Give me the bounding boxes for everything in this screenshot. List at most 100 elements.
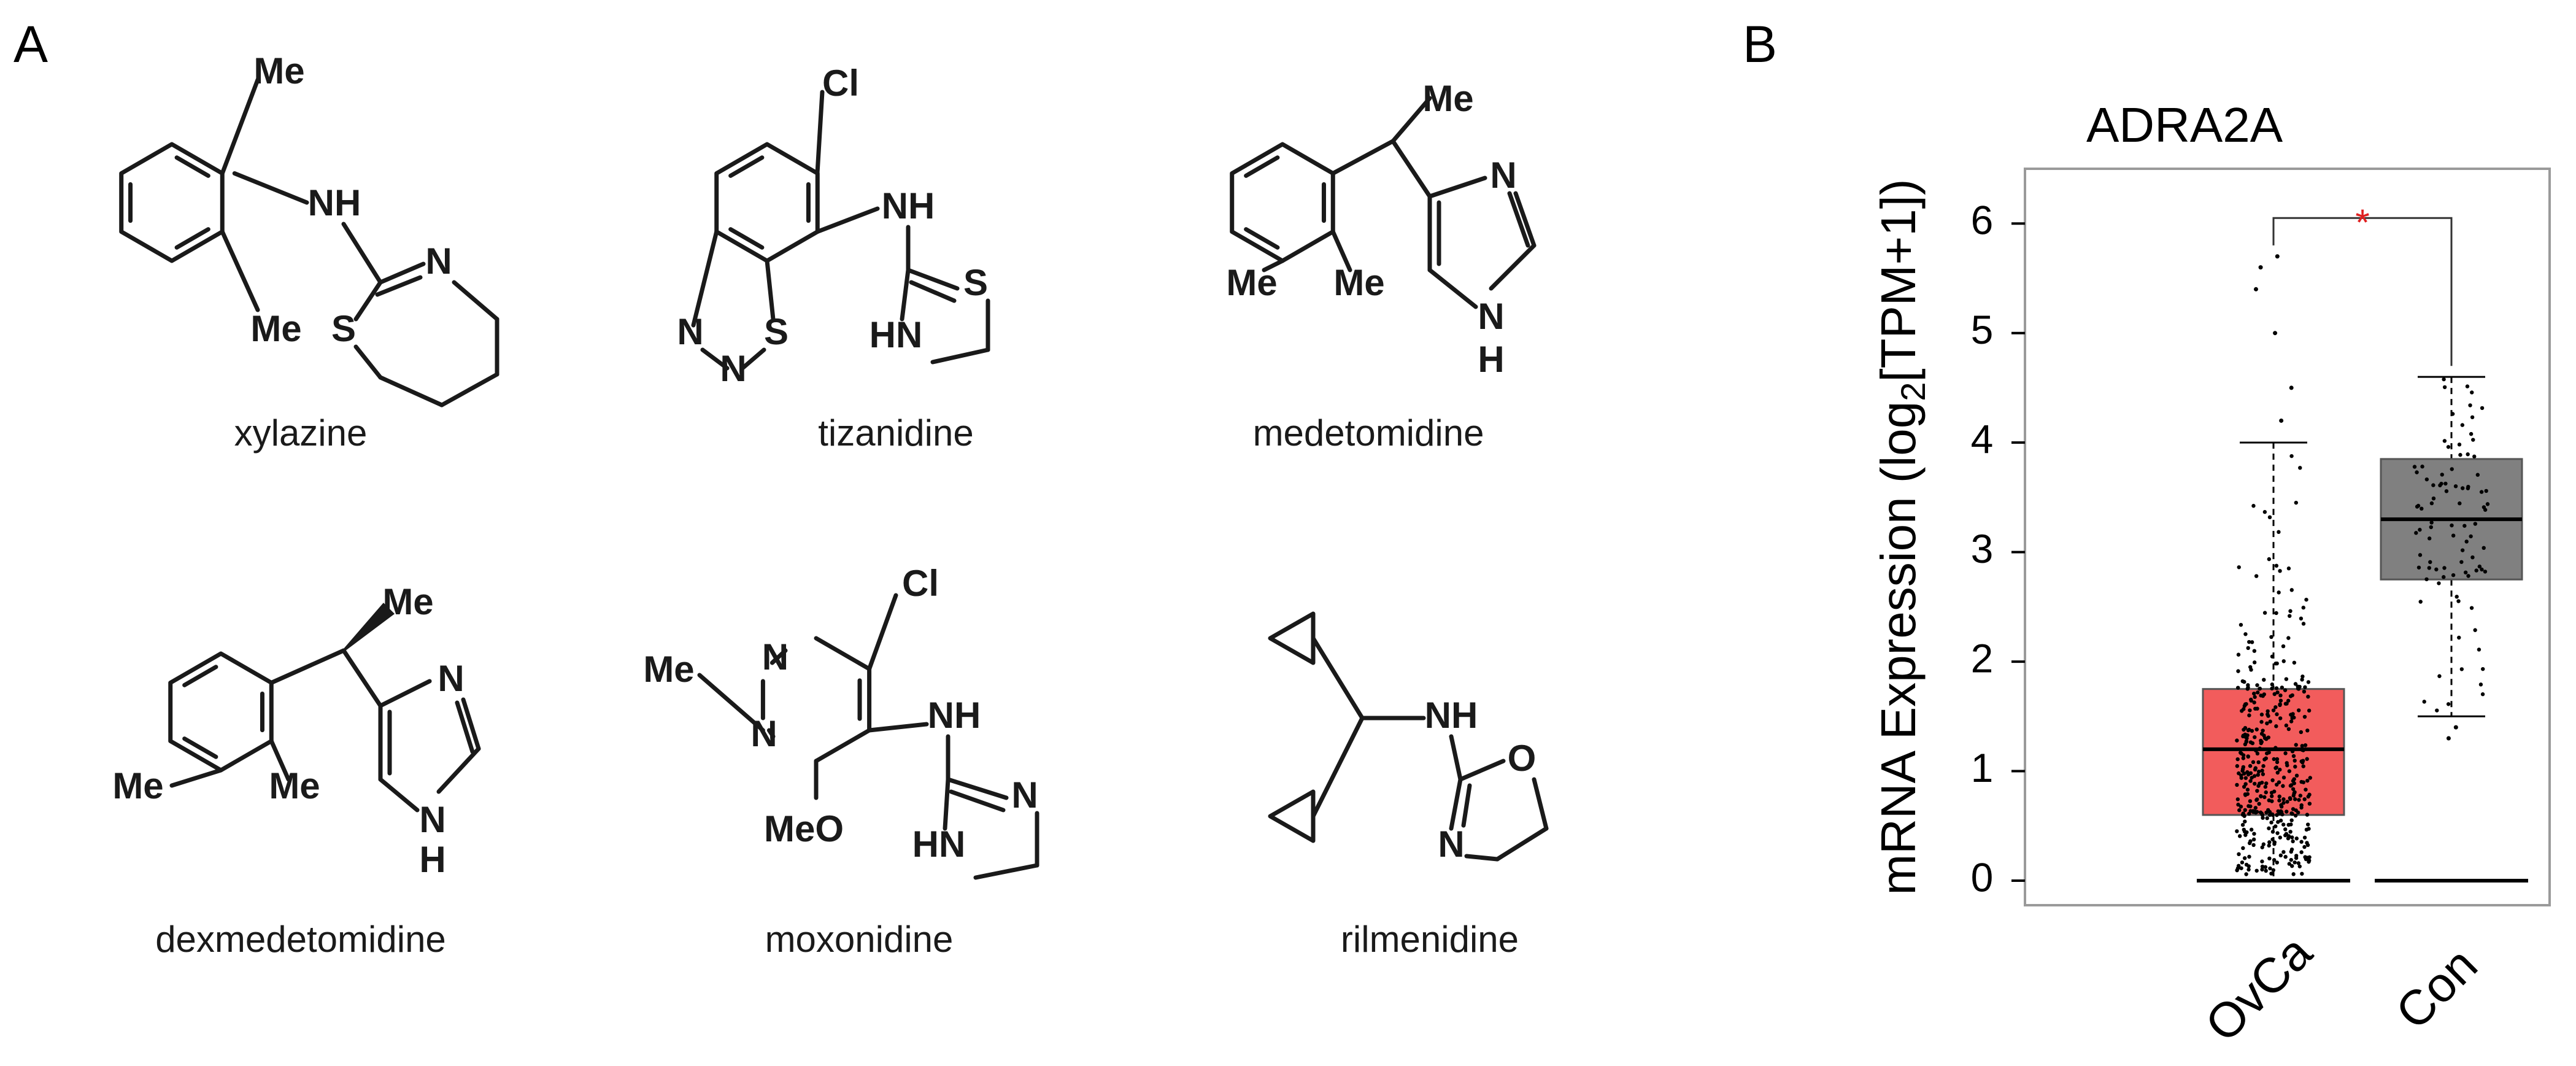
data-point (2235, 797, 2240, 801)
data-point (2418, 528, 2422, 532)
double-bond (1244, 227, 1280, 250)
plot-frame (2024, 168, 2551, 906)
data-point (2241, 756, 2246, 760)
y-axis-label-main: mRNA Expression (log (1871, 401, 1926, 895)
data-point (2243, 732, 2247, 736)
data-point (2236, 652, 2241, 657)
panel-b-label: B (1743, 15, 1778, 73)
data-point (2280, 686, 2285, 690)
data-point (2480, 567, 2484, 572)
data-point (2288, 609, 2293, 613)
nh-label: NH (1425, 695, 1478, 736)
data-point (2260, 864, 2265, 869)
methyl-bond (220, 230, 260, 312)
bond (1532, 777, 1549, 831)
data-point (2237, 834, 2242, 838)
data-point (2271, 708, 2276, 713)
data-point (2289, 588, 2294, 592)
data-point (2243, 776, 2248, 780)
data-point (2274, 686, 2279, 690)
data-point (2248, 708, 2252, 713)
n-label: S (764, 311, 789, 352)
data-point (2286, 727, 2291, 732)
data-point (2466, 574, 2470, 578)
data-point (2254, 748, 2258, 753)
data-point (2291, 872, 2296, 876)
data-point (2235, 757, 2240, 762)
data-point (2261, 842, 2266, 846)
outlier-point (2279, 418, 2284, 423)
bond (1390, 139, 1432, 199)
methyl-label: Me (1226, 262, 1277, 303)
data-point (2475, 473, 2480, 477)
data-point (2301, 748, 2305, 752)
data-point (2473, 628, 2477, 632)
data-point (2288, 796, 2293, 800)
data-point (2461, 486, 2465, 490)
data-point (2463, 570, 2468, 575)
data-point (2236, 802, 2240, 807)
data-point (2264, 868, 2268, 873)
bond (943, 777, 951, 831)
data-point (2412, 465, 2417, 469)
data-point (2420, 465, 2424, 469)
data-point (2277, 530, 2281, 535)
data-point (2305, 757, 2309, 761)
data-point (2273, 746, 2278, 750)
data-point (2249, 697, 2253, 702)
methyl-bond (169, 768, 223, 788)
data-point (2277, 590, 2281, 595)
methyl-label: Me (253, 50, 304, 91)
data-point (2291, 839, 2295, 844)
data-point (2303, 685, 2307, 690)
data-point (2292, 791, 2296, 796)
benzene-ring (119, 142, 225, 263)
data-point (2275, 831, 2280, 835)
data-point (2453, 484, 2458, 489)
data-point (2477, 564, 2482, 569)
data-point (2240, 709, 2244, 713)
data-point (2290, 835, 2294, 840)
data-point (2254, 868, 2259, 873)
data-point (2305, 813, 2310, 817)
data-point (2466, 486, 2470, 490)
methyl-label: Me (1333, 262, 1384, 303)
data-point (2462, 523, 2467, 528)
bond (1458, 759, 1506, 782)
n-label: N (762, 636, 789, 678)
data-point (2286, 636, 2291, 640)
data-point (2240, 813, 2245, 817)
data-point (2424, 577, 2429, 582)
data-point (2270, 682, 2275, 687)
data-point (2239, 805, 2243, 809)
data-point (2242, 856, 2247, 860)
wedge-bond (342, 603, 395, 652)
data-point (2287, 769, 2292, 773)
data-point (2261, 728, 2265, 733)
n-label: N (419, 799, 445, 840)
data-point (2285, 763, 2289, 768)
chart-title: ADRA2A (2086, 98, 2283, 152)
double-bond (1461, 783, 1472, 828)
data-point (2272, 858, 2277, 862)
data-point (2474, 568, 2478, 573)
data-point (2414, 531, 2418, 535)
data-point (2470, 555, 2475, 560)
data-point (2266, 735, 2270, 740)
data-point (2278, 569, 2282, 573)
methyl-bond (1262, 258, 1285, 272)
data-point (2242, 829, 2247, 834)
data-point (2278, 835, 2283, 840)
data-point (2278, 716, 2283, 720)
hn-label: HN (870, 314, 923, 355)
n-label: N (1478, 296, 1504, 337)
data-point (2288, 614, 2292, 618)
data-point (2253, 735, 2257, 740)
data-point (2431, 496, 2436, 501)
data-point (2251, 843, 2256, 848)
box-con (2375, 376, 2528, 883)
nh-label: NH (928, 695, 981, 736)
bond (461, 697, 481, 751)
